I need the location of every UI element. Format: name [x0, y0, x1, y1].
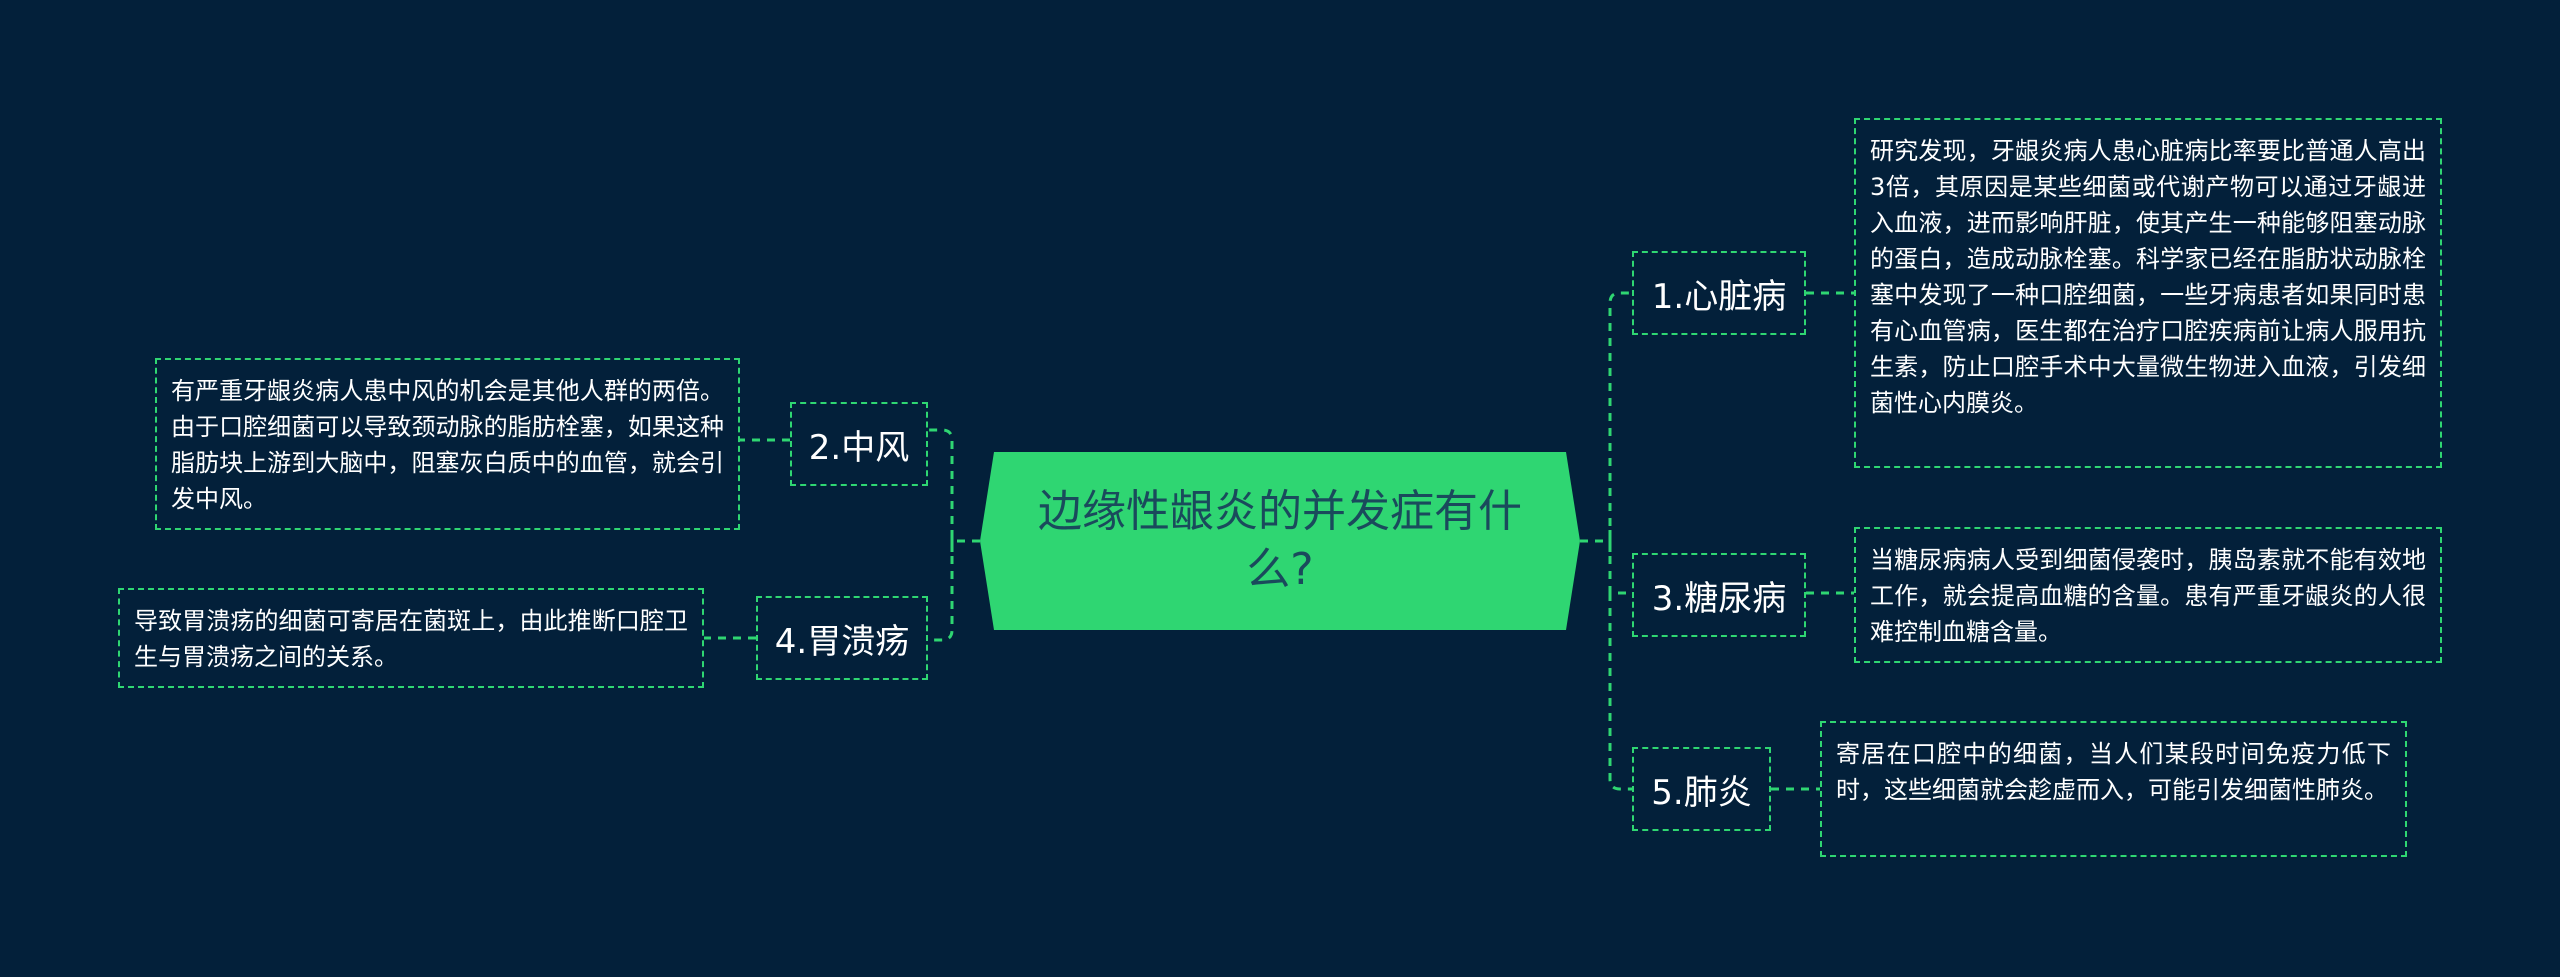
detail-heart-disease: 研究发现，牙龈炎病人患心脏病比率要比普通人高出3倍，其原因是某些细菌或代谢产物可…	[1854, 118, 2442, 468]
detail-diabetes: 当糖尿病病人受到细菌侵袭时，胰岛素就不能有效地工作，就会提高血糖的含量。患有严重…	[1854, 527, 2442, 663]
connector-root-diabetes	[1608, 541, 1632, 595]
topic-stroke[interactable]: 2.中风	[790, 402, 928, 486]
connector-root-ulcer	[928, 541, 954, 642]
topic-diabetes[interactable]: 3.糖尿病	[1632, 553, 1806, 637]
root-node[interactable]: 边缘性龈炎的并发症有什么?	[980, 452, 1580, 630]
topic-pneumonia[interactable]: 5.肺炎	[1632, 747, 1771, 831]
detail-stroke: 有严重牙龈炎病人患中风的机会是其他人群的两倍。由于口腔细菌可以导致颈动脉的脂肪栓…	[155, 358, 740, 530]
detail-stomach-ulcer: 导致胃溃疡的细菌可寄居在菌斑上，由此推断口腔卫生与胃溃疡之间的关系。	[118, 588, 704, 688]
topic-stomach-ulcer[interactable]: 4.胃溃疡	[756, 596, 928, 680]
root-title: 边缘性龈炎的并发症有什么?	[1038, 486, 1522, 595]
connector-root-pneumonia	[1608, 593, 1632, 791]
connector-root-stroke	[928, 428, 980, 543]
connector-root-heart	[1580, 291, 1632, 543]
topic-heart-disease[interactable]: 1.心脏病	[1632, 251, 1806, 335]
detail-pneumonia: 寄居在口腔中的细菌，当人们某段时间免疫力低下时，这些细菌就会趁虚而入，可能引发细…	[1820, 721, 2407, 857]
